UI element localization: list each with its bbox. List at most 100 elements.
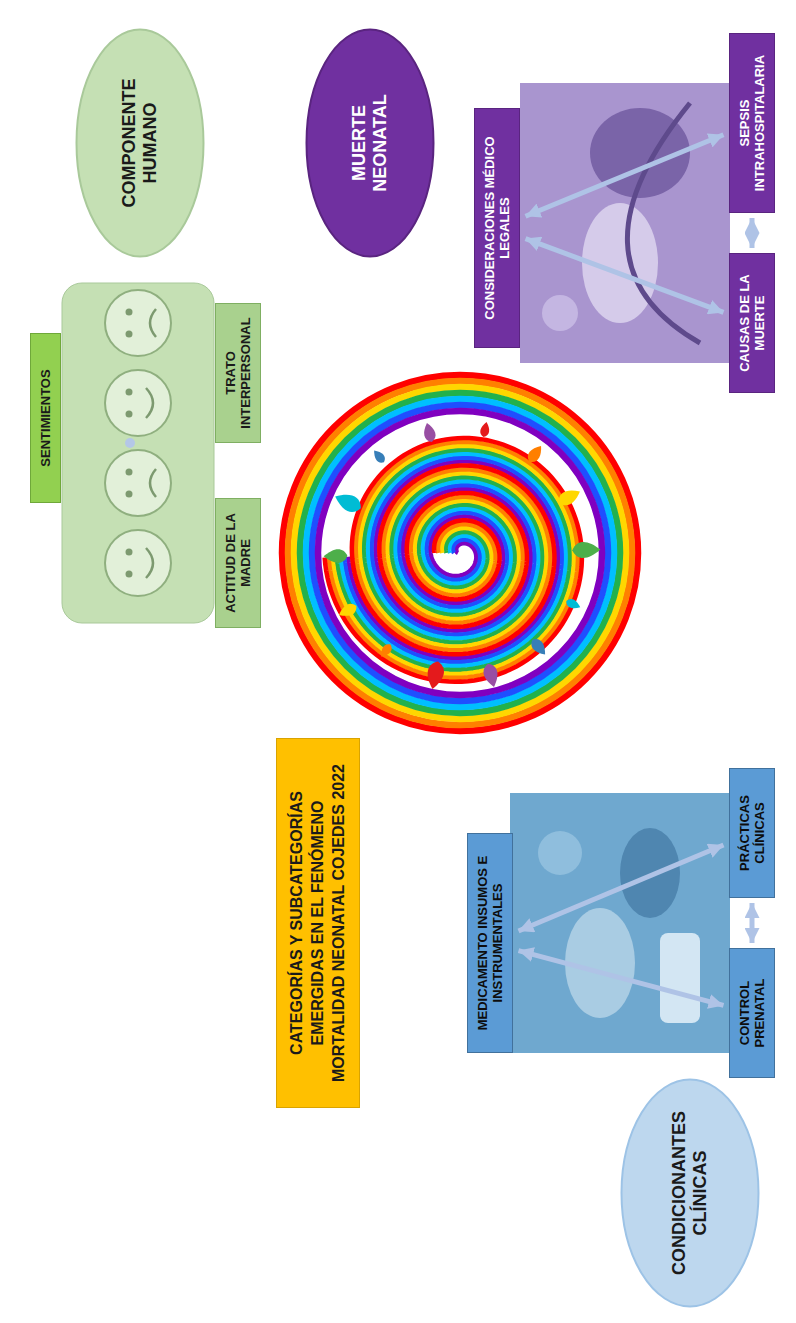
spiral-band [329, 442, 578, 678]
spiral-ring [312, 405, 608, 701]
text-holder: CONSIDERACIONES MÉDICO LEGALES [482, 118, 513, 338]
subcategory-box: ACTITUD DE LA MADRE [215, 498, 262, 628]
picture-frame [62, 283, 214, 623]
smiley-face [105, 370, 171, 436]
photo-frame [520, 83, 730, 363]
spiral-ring [318, 411, 602, 695]
subcategory-box: CONTROL PRENATAL [729, 948, 776, 1078]
eye [126, 491, 133, 498]
color-drop [482, 662, 501, 688]
eye [126, 549, 133, 556]
pointer-dot [125, 438, 135, 448]
photo-shape [620, 828, 680, 918]
spiral-ring [300, 393, 620, 713]
spiral-ring [294, 387, 626, 719]
node-label: COMPONENTE HUMANO [119, 58, 161, 228]
text-holder: CONDICIONANTES CLÍNICAS [669, 1108, 711, 1278]
color-drop [528, 636, 549, 658]
neonatal-photo [520, 83, 730, 363]
eye [126, 389, 133, 396]
mouth [150, 309, 156, 337]
node-label: MEDICAMENTO INSUMOS E INSTRUMENTALES [475, 843, 506, 1043]
color-drop [556, 486, 583, 509]
node-label: ACTITUD DE LA MADRE [223, 508, 254, 618]
color-drop [564, 597, 582, 611]
color-drop [479, 421, 491, 438]
smiley-face [105, 530, 171, 596]
mouth [150, 469, 156, 497]
eye [126, 571, 133, 578]
spiral-ring [306, 399, 614, 707]
rainbow-spiral [282, 375, 638, 731]
color-drop [332, 489, 364, 515]
color-drop [336, 601, 359, 620]
color-drop [422, 422, 438, 444]
color-drop [378, 642, 394, 660]
photo-shape [538, 831, 582, 875]
node-label: CONDICIONANTES CLÍNICAS [669, 1108, 711, 1278]
subcategory-box: TRATO INTERPERSONAL [215, 303, 262, 443]
eye [126, 331, 133, 338]
oval-shape [622, 1080, 759, 1307]
text-holder: ACTITUD DE LA MADRE [223, 508, 254, 618]
color-drop [425, 660, 446, 691]
category-oval: MUERTE NEONATAL [305, 28, 435, 258]
oval-shape [77, 30, 204, 257]
oval-shape [307, 30, 434, 257]
node-label: MUERTE NEONATAL [349, 58, 391, 228]
double-arrow [750, 903, 755, 943]
smiley-face [105, 450, 171, 516]
spiral-band [325, 438, 582, 682]
title-box: CATEGORÍAS Y SUBCATEGORÍAS EMERGIDAS EN … [276, 738, 360, 1108]
color-drop [572, 542, 600, 559]
face [105, 290, 171, 356]
mouth [146, 548, 153, 578]
node-label: SENTIMIENTOS [38, 369, 53, 466]
node-label: TRATO INTERPERSONAL [223, 313, 254, 433]
color-drop [525, 443, 546, 465]
clinical-photo [510, 793, 730, 1053]
subcategory-box: CAUSAS DE LA MUERTE [729, 253, 776, 393]
category-oval: CONDICIONANTES CLÍNICAS [620, 1078, 760, 1308]
text-holder: SEPSIS INTRAHOSPITALARIA [737, 43, 768, 203]
face [105, 450, 171, 516]
text-holder: MEDICAMENTO INSUMOS E INSTRUMENTALES [475, 843, 506, 1043]
photo-shape [565, 908, 635, 1018]
face [105, 530, 171, 596]
subcategory-box: PRÁCTICAS CLÍNICAS [729, 768, 776, 898]
node-label: CONTROL PRENATAL [737, 958, 768, 1068]
eye [126, 411, 133, 418]
subcategory-box: SENTIMIENTOS [30, 333, 61, 503]
text-holder: CAUSAS DE LA MUERTE [737, 263, 768, 383]
double-arrow [526, 135, 724, 217]
color-drop [371, 448, 388, 465]
double-arrow [519, 845, 724, 931]
node-label: SEPSIS INTRAHOSPITALARIA [737, 43, 768, 203]
text-holder: SENTIMIENTOS [38, 369, 53, 466]
subcategory-box: SEPSIS INTRAHOSPITALARIA [729, 33, 776, 213]
spiral-ring [282, 375, 638, 731]
spiral-band [332, 446, 574, 674]
node-label: CAUSAS DE LA MUERTE [737, 263, 768, 383]
subcategory-box: CONSIDERACIONES MÉDICO LEGALES [474, 108, 521, 348]
text-holder: CONTROL PRENATAL [737, 958, 768, 1068]
subcategory-box: MEDICAMENTO INSUMOS E INSTRUMENTALES [467, 833, 514, 1053]
photo-frame [510, 793, 730, 1053]
double-arrow [750, 218, 755, 248]
color-drop [323, 549, 347, 563]
double-arrow [519, 951, 724, 1006]
category-oval: COMPONENTE HUMANO [75, 28, 205, 258]
text-holder: COMPONENTE HUMANO [119, 58, 161, 228]
text-holder: MUERTE NEONATAL [349, 58, 391, 228]
spiral-ring [288, 381, 632, 725]
photo-shape [627, 103, 700, 343]
node-label: PRÁCTICAS CLÍNICAS [737, 778, 768, 888]
node-label: CONSIDERACIONES MÉDICO LEGALES [482, 118, 513, 338]
photo-shape [660, 933, 700, 1023]
mouth [146, 388, 153, 418]
eye [126, 469, 133, 476]
photo-shape [542, 295, 578, 331]
emoji-picture [62, 283, 214, 623]
